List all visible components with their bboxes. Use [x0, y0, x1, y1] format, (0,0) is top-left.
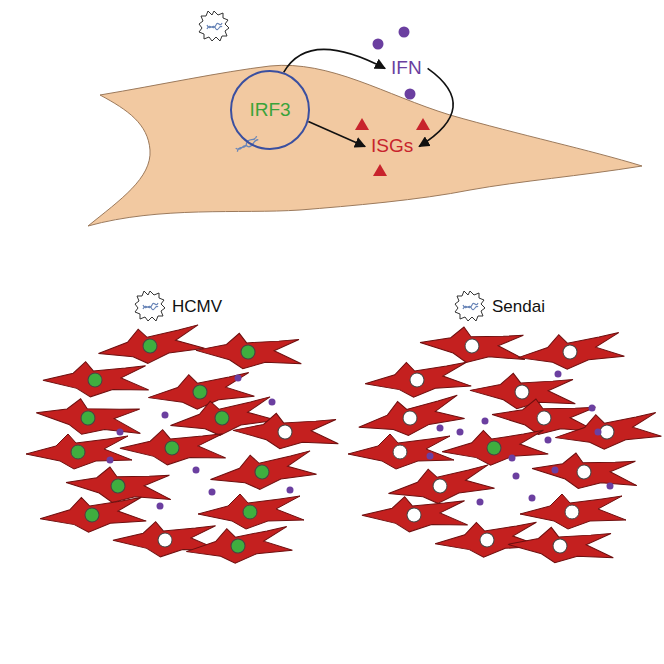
isgs-label-node: ISGs [368, 134, 416, 159]
cell [198, 494, 304, 529]
ifn-dot [552, 467, 559, 474]
ifn-dot [595, 429, 602, 436]
cell [554, 410, 662, 452]
ifn-label-node: IFN [388, 56, 425, 81]
cell [42, 360, 149, 399]
ifn-dot [269, 399, 276, 406]
cell [356, 393, 466, 442]
ifn-dot [287, 487, 294, 494]
ifn-dot [427, 453, 434, 460]
nucleus-circle: IRF3 [230, 70, 310, 150]
ifn-dot [235, 375, 242, 382]
cell [469, 370, 577, 412]
cell [96, 322, 205, 368]
sendai-virus-icon [455, 291, 485, 321]
ifn-dot [589, 405, 596, 412]
ifn-dot [607, 483, 614, 490]
ifn-dot [529, 495, 536, 502]
ifn-dot [193, 467, 200, 474]
ifn-dot [545, 437, 552, 444]
ifn-dot [477, 499, 484, 506]
cell [39, 495, 146, 534]
ifn-dot [107, 457, 114, 464]
ifn-dot [509, 455, 516, 462]
cell [185, 524, 293, 566]
ifn-dot [482, 418, 489, 425]
cell [348, 434, 454, 469]
cell [361, 495, 468, 534]
viral-dna [235, 136, 260, 152]
signal-arrow [308, 121, 365, 146]
cell [520, 494, 626, 529]
cell-population [26, 322, 662, 566]
cell [232, 410, 340, 452]
signal-arrow [419, 68, 453, 146]
virus-name: Sendai [492, 297, 545, 317]
ifn-dot [117, 429, 124, 436]
virus-particle [199, 11, 229, 41]
cell [364, 360, 471, 399]
node-text: IRF3 [249, 100, 290, 121]
ifn-dot [457, 429, 464, 436]
cell [195, 330, 303, 372]
cell [26, 434, 132, 469]
cell [517, 330, 625, 372]
node-text: ISGs [371, 136, 413, 157]
cell [419, 323, 528, 369]
cell [34, 393, 144, 442]
virus-name: HCMV [172, 297, 222, 317]
ifn-dot [209, 489, 216, 496]
host-cell [88, 65, 642, 226]
hcmv-virus-icon [135, 291, 165, 321]
cell [434, 520, 541, 559]
ifn-dot [162, 412, 169, 419]
ifn-dot [437, 425, 444, 432]
cell [507, 524, 615, 566]
signal-arrow [284, 49, 385, 72]
ifn-dot [513, 473, 520, 480]
isg-products [355, 118, 430, 176]
cell [441, 428, 548, 467]
ifn-dot [555, 371, 562, 378]
cell [531, 449, 640, 495]
cell [208, 448, 317, 494]
ifn-dot [157, 503, 164, 510]
node-text: IFN [391, 58, 422, 79]
cell [119, 428, 226, 467]
